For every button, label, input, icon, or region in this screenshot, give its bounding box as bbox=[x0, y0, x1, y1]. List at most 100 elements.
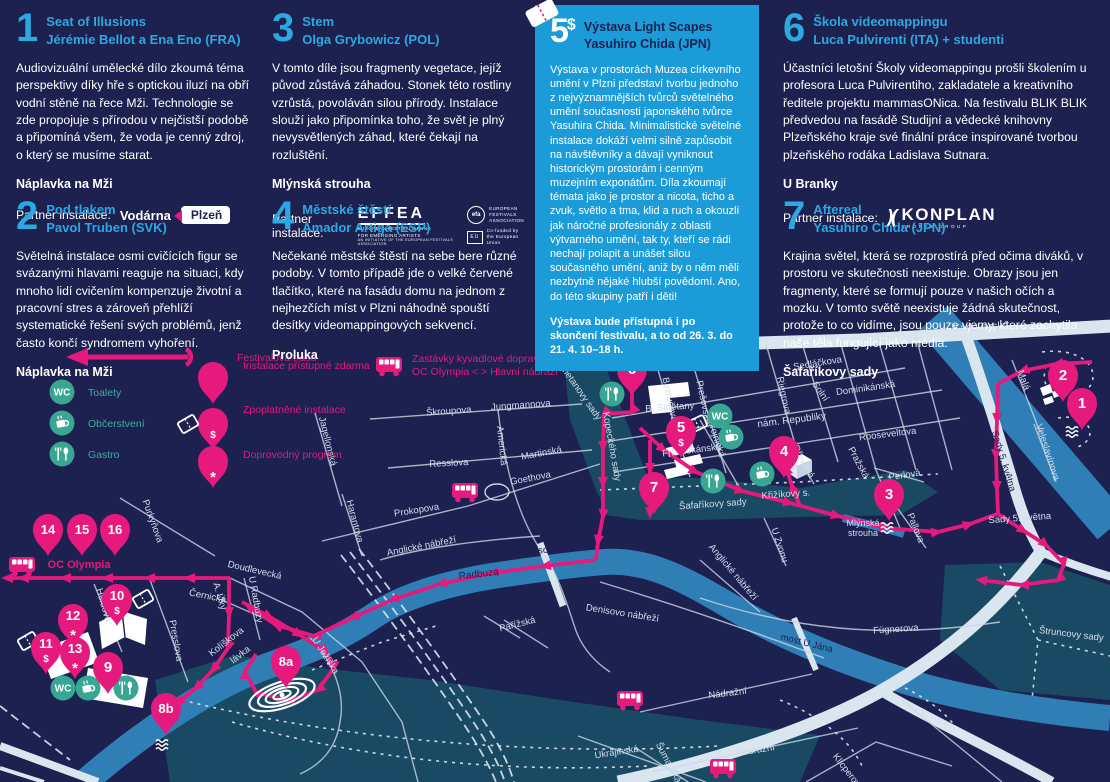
legend-item-pin[interactable]: Instalace přístupné zdarma bbox=[198, 360, 370, 404]
map-pin-5[interactable]: 5$ bbox=[666, 416, 696, 458]
map-pin-3[interactable]: 3 bbox=[874, 479, 904, 521]
railway-line bbox=[340, 554, 497, 782]
legend-item-trasa[interactable]: Festivalová trasa bbox=[66, 347, 317, 367]
map-label: Karlovarská bbox=[953, 320, 1009, 335]
map-pin-1[interactable]: 1 bbox=[1067, 388, 1097, 430]
map-label: Škroupova bbox=[426, 404, 473, 418]
building-icon bbox=[122, 611, 147, 645]
festival-route bbox=[243, 558, 597, 641]
installation-title: Seat of Illusions bbox=[46, 14, 146, 29]
section-title-block: Pod tlakem Pavol Truben (SVK) bbox=[46, 200, 167, 236]
partner-row: Partner instalace: Vodárna Plzeň bbox=[16, 206, 252, 225]
park-area bbox=[940, 562, 1110, 700]
installation-section-2: 2 Pod tlakem Pavol Truben (SVK) Světelná… bbox=[16, 196, 254, 380]
map-pin-[interactable]: $ bbox=[198, 408, 228, 450]
legend-item-pin-program[interactable]: * Doprovodný program bbox=[198, 446, 342, 488]
building-icon bbox=[1040, 384, 1053, 396]
legend-item-gastro[interactable]: Gastro bbox=[49, 441, 120, 467]
map-label: Riegrova bbox=[774, 376, 793, 416]
svg-text:$: $ bbox=[678, 438, 684, 449]
map-pin-4[interactable]: 4 bbox=[769, 436, 799, 478]
river-mze bbox=[918, 305, 1110, 540]
effea-logo-sub3: AN INITIATIVE OF THE EUROPEAN FESTIVALS … bbox=[357, 238, 454, 246]
installation-artist: Pavol Truben (SVK) bbox=[46, 219, 167, 235]
legend-item-pin-paid[interactable]: $Zpoplatněné instalace bbox=[177, 404, 346, 450]
svg-text:13: 13 bbox=[68, 641, 82, 656]
section-title-block: Výstava Light Scapes Yasuhiro Chida (JPN… bbox=[584, 18, 713, 53]
installation-description: Výstava v prostorách Muzea církevního um… bbox=[550, 63, 742, 303]
installation-location: Šafaříkovy sady bbox=[783, 365, 879, 380]
shuttle-bus-icon bbox=[9, 557, 35, 577]
legend-label: Festivalová trasa bbox=[237, 352, 317, 364]
installation-description: Účastníci letošní Školy videomappingu pr… bbox=[783, 61, 1088, 162]
svg-text:$: $ bbox=[210, 430, 216, 441]
street-line bbox=[321, 463, 601, 542]
map-pin-10[interactable]: 10$ bbox=[102, 584, 132, 626]
legend-label: Občerstvení bbox=[88, 418, 145, 430]
building-icon bbox=[1043, 396, 1054, 405]
park-trail bbox=[1041, 350, 1094, 400]
effea-logo: EFFEA EUROPEAN FESTIVALS FUND FOR EMERGI… bbox=[357, 206, 458, 247]
street-line bbox=[699, 597, 1001, 632]
installation-title: Výstava Light Scapes bbox=[583, 20, 713, 34]
svg-text:8a: 8a bbox=[279, 654, 294, 669]
installation-artist: Yasuhiro Chida (JPN) bbox=[813, 219, 946, 235]
street-line bbox=[1033, 423, 1057, 483]
festival-route bbox=[990, 383, 1003, 515]
map-pin-11[interactable]: 11$ bbox=[31, 632, 61, 674]
svg-text:8b: 8b bbox=[158, 701, 173, 716]
section-number: 3 bbox=[272, 6, 294, 50]
map-pin-2[interactable]: 2 bbox=[1048, 360, 1078, 402]
installation-description: Nečekané městské štěstí na sebe bere růz… bbox=[272, 249, 517, 333]
map-pin-[interactable] bbox=[198, 362, 228, 404]
map-label: Dominikánská bbox=[835, 379, 896, 398]
map-pin-9[interactable]: 9 bbox=[93, 652, 123, 694]
map-label: Klicperova bbox=[830, 752, 866, 782]
railway-line bbox=[0, 705, 71, 761]
legend-item-cup[interactable]: Občerstvení bbox=[49, 410, 145, 436]
map-pin-8b[interactable]: 8b bbox=[151, 693, 181, 735]
wc-icon: WC bbox=[50, 675, 76, 701]
installation-title: Stem bbox=[302, 14, 335, 29]
map-pin-15[interactable]: 15 bbox=[67, 514, 97, 556]
svg-text:16: 16 bbox=[108, 522, 122, 537]
map-pin-13[interactable]: 13* bbox=[60, 637, 90, 679]
gastro-icon bbox=[700, 468, 726, 494]
vodarna-plzen-logo: Vodárna Plzeň bbox=[120, 206, 231, 225]
installation-section-5-highlight: 5$ Výstava Light Scapes Yasuhiro Chida (… bbox=[525, 0, 759, 372]
map-pin-12[interactable]: 12* bbox=[58, 604, 88, 646]
efa-logo-text: EUROPEAN FESTIVALS ASSOCIATION bbox=[489, 206, 524, 224]
installation-location: Náplavka na Mži bbox=[16, 365, 113, 380]
shuttle-bus-icon bbox=[710, 759, 736, 779]
map-pin-7[interactable]: 7 bbox=[639, 472, 669, 514]
map-pin-16[interactable]: 16 bbox=[100, 514, 130, 556]
legend-label: Toalety bbox=[88, 387, 122, 399]
installation-section-4: 4 Městské štěstí Amador Artiga (ESP) Neč… bbox=[272, 196, 522, 362]
street-line bbox=[577, 735, 707, 782]
svg-text:5: 5 bbox=[677, 419, 685, 436]
vodarna-logo-city: Plzeň bbox=[190, 208, 223, 223]
street-line bbox=[341, 493, 363, 557]
svg-text:11: 11 bbox=[39, 636, 53, 651]
street-line bbox=[314, 412, 343, 507]
svg-text:WC: WC bbox=[712, 412, 729, 423]
installation-location: Proluka bbox=[272, 347, 318, 362]
map-label: Radbuza bbox=[458, 567, 500, 583]
section-number: 1 bbox=[16, 6, 38, 50]
festival-route bbox=[975, 512, 1068, 590]
map-pin-[interactable]: * bbox=[198, 446, 228, 488]
roundabout bbox=[484, 483, 510, 501]
map-pin-8a[interactable]: 8a bbox=[271, 646, 301, 688]
map-label: Fügnerova bbox=[873, 622, 920, 636]
street-line bbox=[639, 673, 813, 713]
map-pin-14[interactable]: 14 bbox=[33, 514, 63, 556]
legend-label: Doprovodný program bbox=[243, 449, 342, 461]
installation-title: Pod tlakem bbox=[46, 202, 116, 217]
map-label: Jungmannova bbox=[491, 398, 552, 413]
installation-location: U Branky bbox=[783, 177, 838, 192]
road bbox=[791, 616, 819, 672]
ticket-icon bbox=[132, 589, 154, 609]
